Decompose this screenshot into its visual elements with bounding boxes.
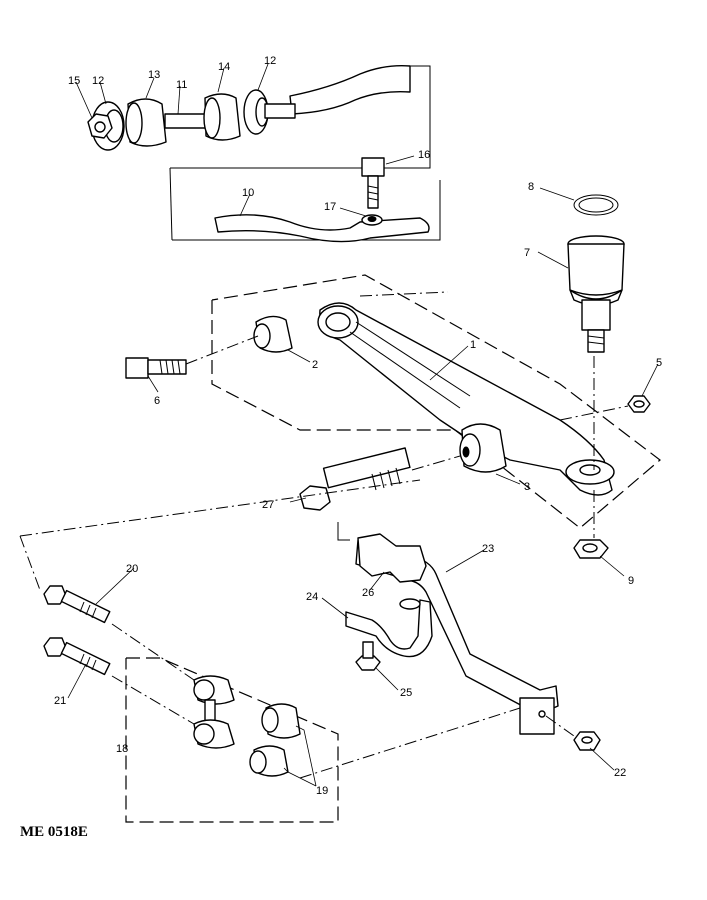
callout-14: 14 — [218, 61, 230, 73]
callout-1: 1 — [470, 339, 476, 351]
callout-19: 19 — [316, 785, 328, 797]
callout-12-left: 12 — [92, 75, 104, 87]
leader-lines — [67, 63, 659, 787]
callout-24: 24 — [306, 591, 318, 603]
callout-23: 23 — [482, 543, 494, 555]
anti-roll-bar-assembly — [19, 479, 601, 823]
callout-20: 20 — [126, 563, 138, 575]
callout-7: 7 — [524, 247, 530, 259]
callout-2: 2 — [312, 359, 318, 371]
callout-3: 3 — [524, 481, 530, 493]
callout-13: 13 — [148, 69, 160, 81]
callout-9: 9 — [628, 575, 634, 587]
callout-5: 5 — [656, 357, 662, 369]
callout-21: 21 — [54, 695, 66, 707]
callout-10: 10 — [242, 187, 254, 199]
callout-labels: 1 2 3 5 6 7 8 9 10 11 12 12 13 14 15 16 … — [54, 55, 662, 797]
callout-17: 17 — [324, 201, 336, 213]
callout-27: 27 — [262, 499, 274, 511]
diagram-code-label: ME 0518E — [20, 824, 88, 840]
callout-8: 8 — [528, 181, 534, 193]
callout-15: 15 — [68, 75, 80, 87]
callout-11: 11 — [176, 79, 187, 91]
callout-25: 25 — [400, 687, 412, 699]
callout-16: 16 — [418, 149, 430, 161]
tie-rod-assembly — [87, 64, 441, 243]
lower-arm-assembly — [125, 194, 661, 559]
callout-18: 18 — [116, 743, 128, 755]
callout-12-right: 12 — [264, 55, 276, 67]
callout-6: 6 — [154, 395, 160, 407]
callout-22: 22 — [614, 767, 626, 779]
callout-26: 26 — [362, 587, 374, 599]
